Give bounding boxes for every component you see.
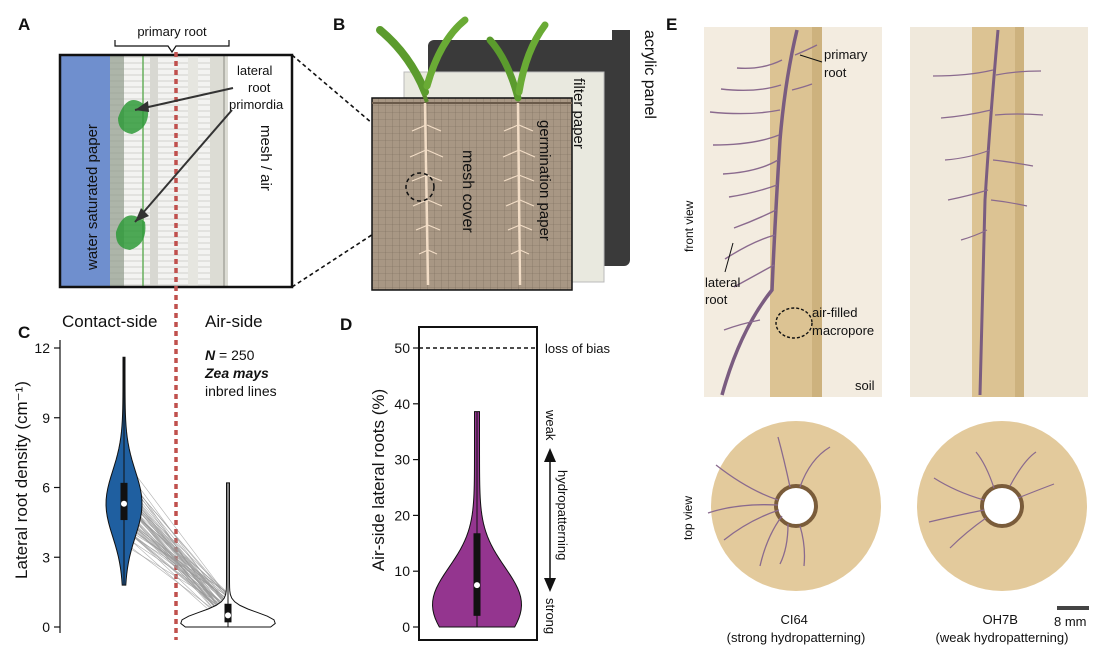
contact-side-label: Contact-side xyxy=(62,312,157,331)
panel-letter-b: B xyxy=(333,15,345,34)
soil-label: soil xyxy=(855,378,875,393)
inbred-lines-label: inbred lines xyxy=(205,383,277,399)
lateral-primordium-lower xyxy=(115,215,146,250)
c-paired-line xyxy=(123,510,229,609)
caption-ci64: CI64 (strong hydropatterning) xyxy=(727,612,866,645)
c-y-tick-label: 9 xyxy=(42,410,50,426)
germination-paper-label: germination paper xyxy=(536,120,553,241)
c-paired-line xyxy=(123,518,229,604)
macropore-label: air-filled macropore xyxy=(812,305,874,338)
top-view-label: top view xyxy=(681,496,695,540)
macropore-circle xyxy=(775,307,813,339)
c-violins xyxy=(105,356,276,628)
panel-letter-e: E xyxy=(666,15,677,34)
caption-oh7b: OH7B (weak hydropatterning) xyxy=(936,612,1069,645)
mesh-cover-label: mesh cover xyxy=(459,150,476,233)
d-y-ticks: 0 10 20 30 40 50 xyxy=(394,340,419,635)
c-y-tick-label: 12 xyxy=(34,340,50,356)
loss-of-bias-label: loss of bias xyxy=(545,341,611,356)
n-label: N = 250 xyxy=(205,347,255,363)
d-y-axis-label: Air-side lateral roots (%) xyxy=(369,389,388,571)
c-y-ticks: 0 3 6 9 12 xyxy=(34,340,60,635)
air-side-label: Air-side xyxy=(205,312,263,331)
primary-root-label-e: primary root xyxy=(824,47,871,80)
panel-d: D 0 10 20 30 40 50 Air-side lateral roots (%)… xyxy=(340,315,611,641)
d-y-tick-label: 20 xyxy=(394,507,410,523)
front-view-label: front view xyxy=(682,200,696,252)
c-paired-line xyxy=(123,504,229,612)
c-paired-line xyxy=(123,504,229,603)
d-y-tick-label: 30 xyxy=(394,452,410,468)
mesh-air-label: mesh / air xyxy=(257,125,274,191)
d-iqr xyxy=(473,533,481,616)
c-y-axis-label: Lateral root density (cm⁻¹) xyxy=(12,381,31,579)
c-y-tick-label: 0 xyxy=(42,619,50,635)
air-side-violin-median xyxy=(225,612,231,619)
seedling-leaf xyxy=(376,26,429,96)
strong-label: strong xyxy=(543,598,558,634)
lateral-root-label-e: lateral root xyxy=(705,275,744,307)
primary-root-label: primary root xyxy=(137,24,207,39)
d-y-tick-label: 40 xyxy=(394,396,410,412)
water-saturated-paper-label: water saturated paper xyxy=(84,124,101,271)
species-label: Zea mays xyxy=(204,365,269,381)
d-violin xyxy=(432,411,522,628)
panel-a: A primary root lateral root primordia wa… xyxy=(18,15,434,640)
c-paired-line xyxy=(123,517,229,613)
primordia-arrow-upper xyxy=(134,87,234,111)
contact-side-violin-median xyxy=(121,500,127,507)
d-y-tick-label: 0 xyxy=(402,619,410,635)
primordia-arrow-lower xyxy=(134,109,233,223)
lateral-root-primordia-label: lateral root primordia xyxy=(229,63,284,112)
c-paired-line xyxy=(123,506,229,618)
c-paired-line xyxy=(123,527,229,618)
c-paired-line xyxy=(123,527,229,593)
primary-root-brace xyxy=(114,40,230,54)
c-y-tick-label: 3 xyxy=(42,549,50,565)
panel-b: B acrylic panel filter paper mesh cover … xyxy=(333,15,658,291)
c-paired-line xyxy=(123,459,229,598)
panel-e: E primary root lateral root air-filled m… xyxy=(666,15,1089,645)
panel-letter-d: D xyxy=(340,315,352,334)
panel-letter-c: C xyxy=(18,323,30,342)
d-plot-frame xyxy=(418,326,538,641)
c-paired-line xyxy=(123,518,229,594)
primary-root-trace-ci64 xyxy=(720,29,799,396)
filter-paper-label: filter paper xyxy=(570,78,587,149)
primary-root-trace-oh7b xyxy=(978,29,1000,396)
zoom-circle xyxy=(405,172,435,202)
scale-bar-label: 8 mm xyxy=(1054,614,1087,629)
c-paired-line xyxy=(123,520,229,614)
d-median xyxy=(474,582,480,589)
water-saturated-paper xyxy=(60,55,110,287)
d-y-tick-label: 50 xyxy=(394,340,410,356)
c-paired-line xyxy=(123,535,229,607)
acrylic-panel-label: acrylic panel xyxy=(641,30,658,119)
panel-letter-a: A xyxy=(18,15,30,34)
c-paired-line xyxy=(123,466,229,609)
hydropatterning-label: hydropatterning xyxy=(555,470,570,560)
c-y-tick-label: 6 xyxy=(42,480,50,496)
d-y-tick-label: 10 xyxy=(394,563,410,579)
weak-label: weak xyxy=(543,409,558,441)
panel-c: C Contact-side Air-side N = 250 Zea mays… xyxy=(12,312,277,635)
seedling-roots xyxy=(423,102,522,286)
